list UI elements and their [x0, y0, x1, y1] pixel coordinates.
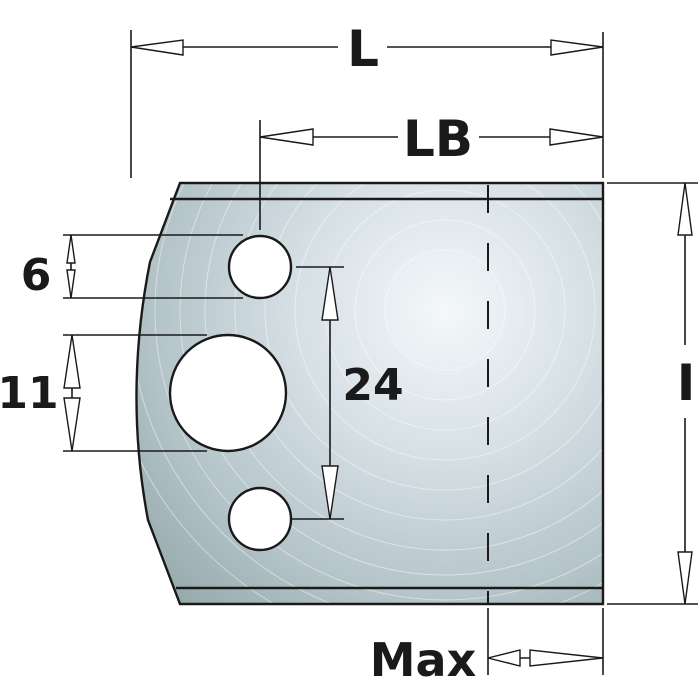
- label-Max: Max: [370, 633, 477, 687]
- label-LB: LB: [403, 110, 473, 168]
- bottom-small-hole: [227, 486, 293, 552]
- dimension-11: 11: [0, 334, 207, 452]
- blade-body: [135, 181, 605, 606]
- label-L: L: [347, 20, 379, 78]
- label-24: 24: [342, 360, 403, 411]
- dimension-LB: LB: [259, 110, 604, 230]
- label-I: I: [677, 354, 696, 412]
- dimension-I: I: [607, 182, 698, 605]
- center-large-hole: [168, 333, 288, 453]
- dimension-Max: Max: [370, 608, 604, 687]
- label-11: 11: [0, 368, 59, 419]
- label-6: 6: [21, 250, 52, 301]
- dimension-24: 24: [290, 266, 404, 520]
- blade-outline: [135, 181, 605, 606]
- top-small-hole: [227, 234, 293, 300]
- dimension-6: 6: [21, 234, 243, 301]
- dimension-L: L: [130, 20, 604, 178]
- grinding-rings: [136, 183, 604, 604]
- holes: [168, 234, 293, 552]
